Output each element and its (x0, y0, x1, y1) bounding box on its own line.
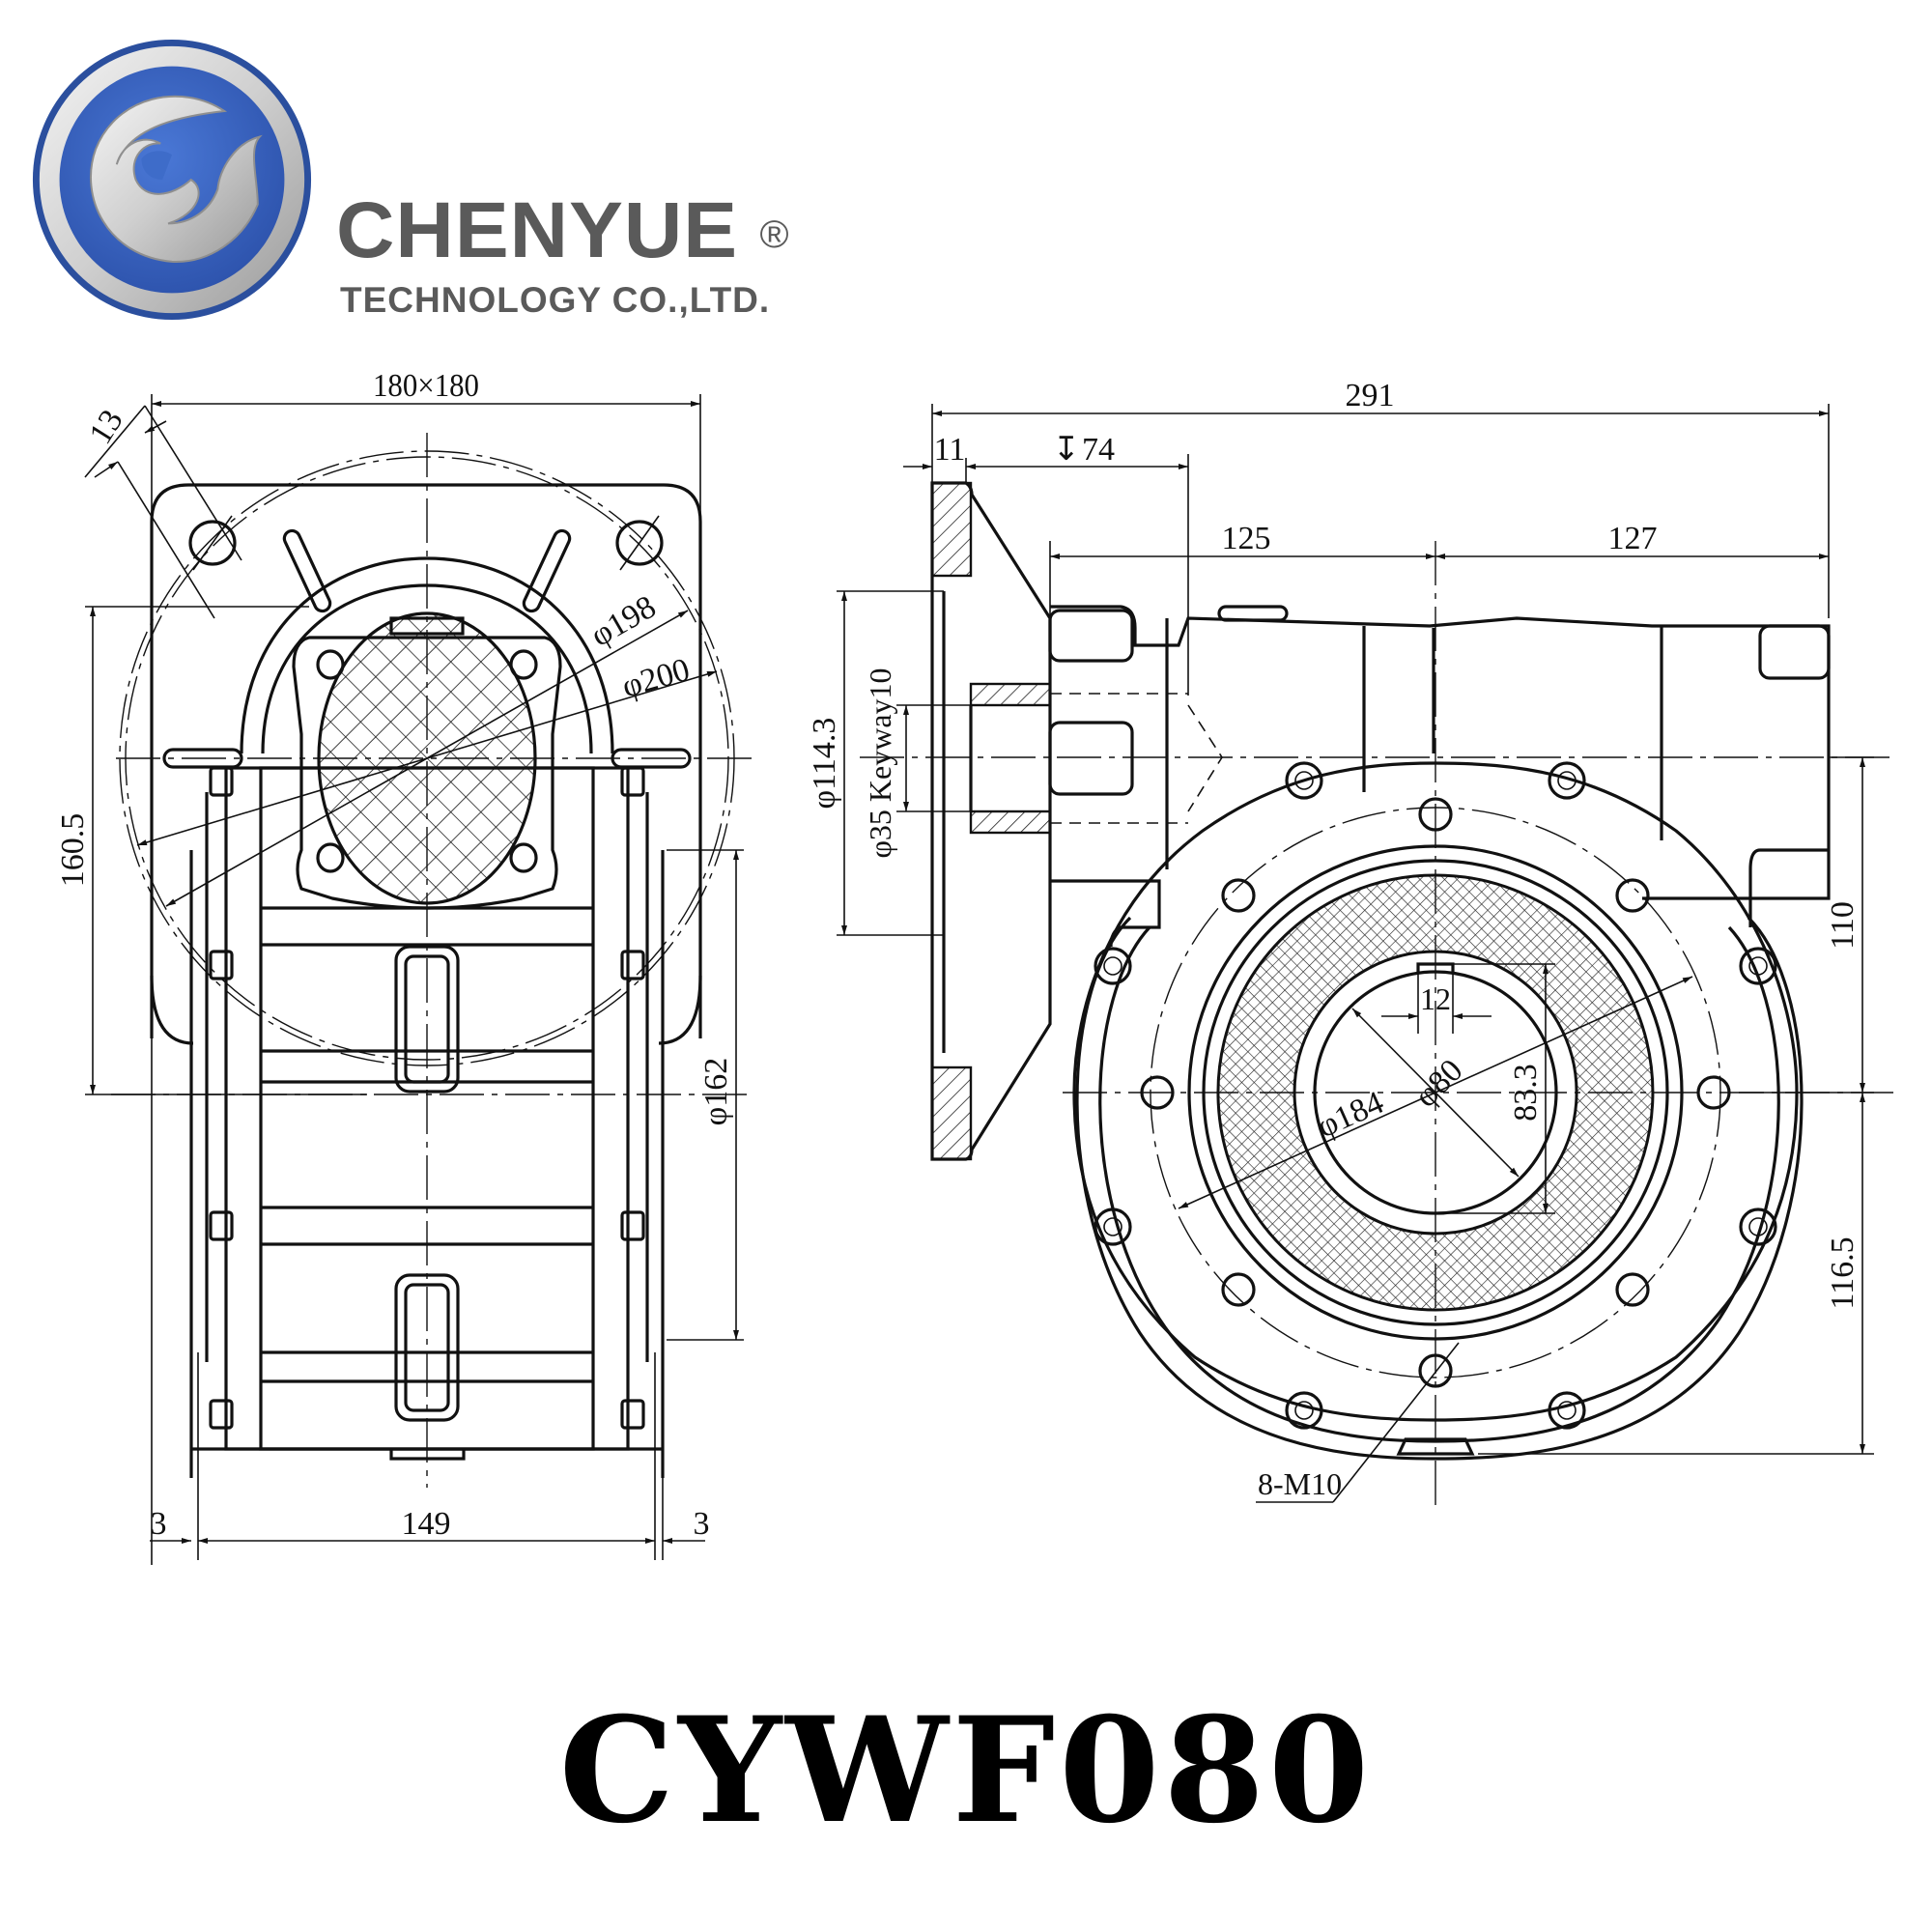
dim-left-to-center: 125 (1222, 521, 1271, 556)
dim-width-left-offset: 3 (151, 1506, 167, 1542)
dim-width: 149 (402, 1506, 451, 1542)
dim-input-bore: φ35 Keyway10 (863, 668, 897, 858)
side-bolt-bosses (209, 766, 645, 1430)
registered-mark: ® (759, 213, 790, 256)
brand-name: CHENYUE (336, 186, 739, 274)
dim-pcd-198: φ198 (585, 589, 663, 654)
dim-bolt-hole: 13 (82, 404, 129, 450)
depth-symbol-icon: ↧ (1053, 432, 1081, 468)
dim-width-right-offset: 3 (694, 1506, 710, 1542)
dim-spigot: φ162 (698, 1058, 734, 1126)
dim-bolt-circle: φ184 (1312, 1085, 1389, 1146)
flange-bolt-holes (1094, 761, 1777, 1430)
model-code-title: CYWF080 (558, 1686, 1374, 1856)
dim-flange-pilot: φ114.3 (807, 718, 842, 810)
dim-center-height: 160.5 (55, 813, 91, 888)
brand-name-row: CHENYUE ® (336, 189, 790, 276)
dim-pcd-200: φ200 (618, 652, 694, 705)
dim-bore-depth: 74 (1082, 432, 1115, 468)
left-view: 180×180 13 (55, 368, 753, 1565)
dim-keyway-depth: 83.3 (1508, 1064, 1544, 1122)
dim-keyway-width: 12 (1420, 981, 1451, 1016)
dim-center-to-right: 127 (1608, 521, 1658, 556)
dim-bottom-height: 116.5 (1825, 1236, 1861, 1309)
right-view: 291 11 ↧ 74 125 127 φ114.3 (807, 378, 1893, 1507)
brand-block: CHENYUE ® TECHNOLOGY CO.,LTD. (336, 189, 789, 321)
dim-flange-thickness: 11 (934, 432, 966, 468)
dim-top-height: 110 (1825, 901, 1861, 950)
company-logo-icon (32, 39, 312, 321)
dim-bore-depth-group: ↧ 74 (1053, 432, 1116, 468)
dim-overall-length: 291 (1346, 378, 1395, 413)
dim-output-bore: φ80 (1407, 1053, 1469, 1115)
brand-subtitle: TECHNOLOGY CO.,LTD. (340, 280, 771, 320)
dim-flange-square: 180×180 (373, 368, 479, 404)
dim-bolt-spec: 8-M10 (1258, 1466, 1342, 1501)
